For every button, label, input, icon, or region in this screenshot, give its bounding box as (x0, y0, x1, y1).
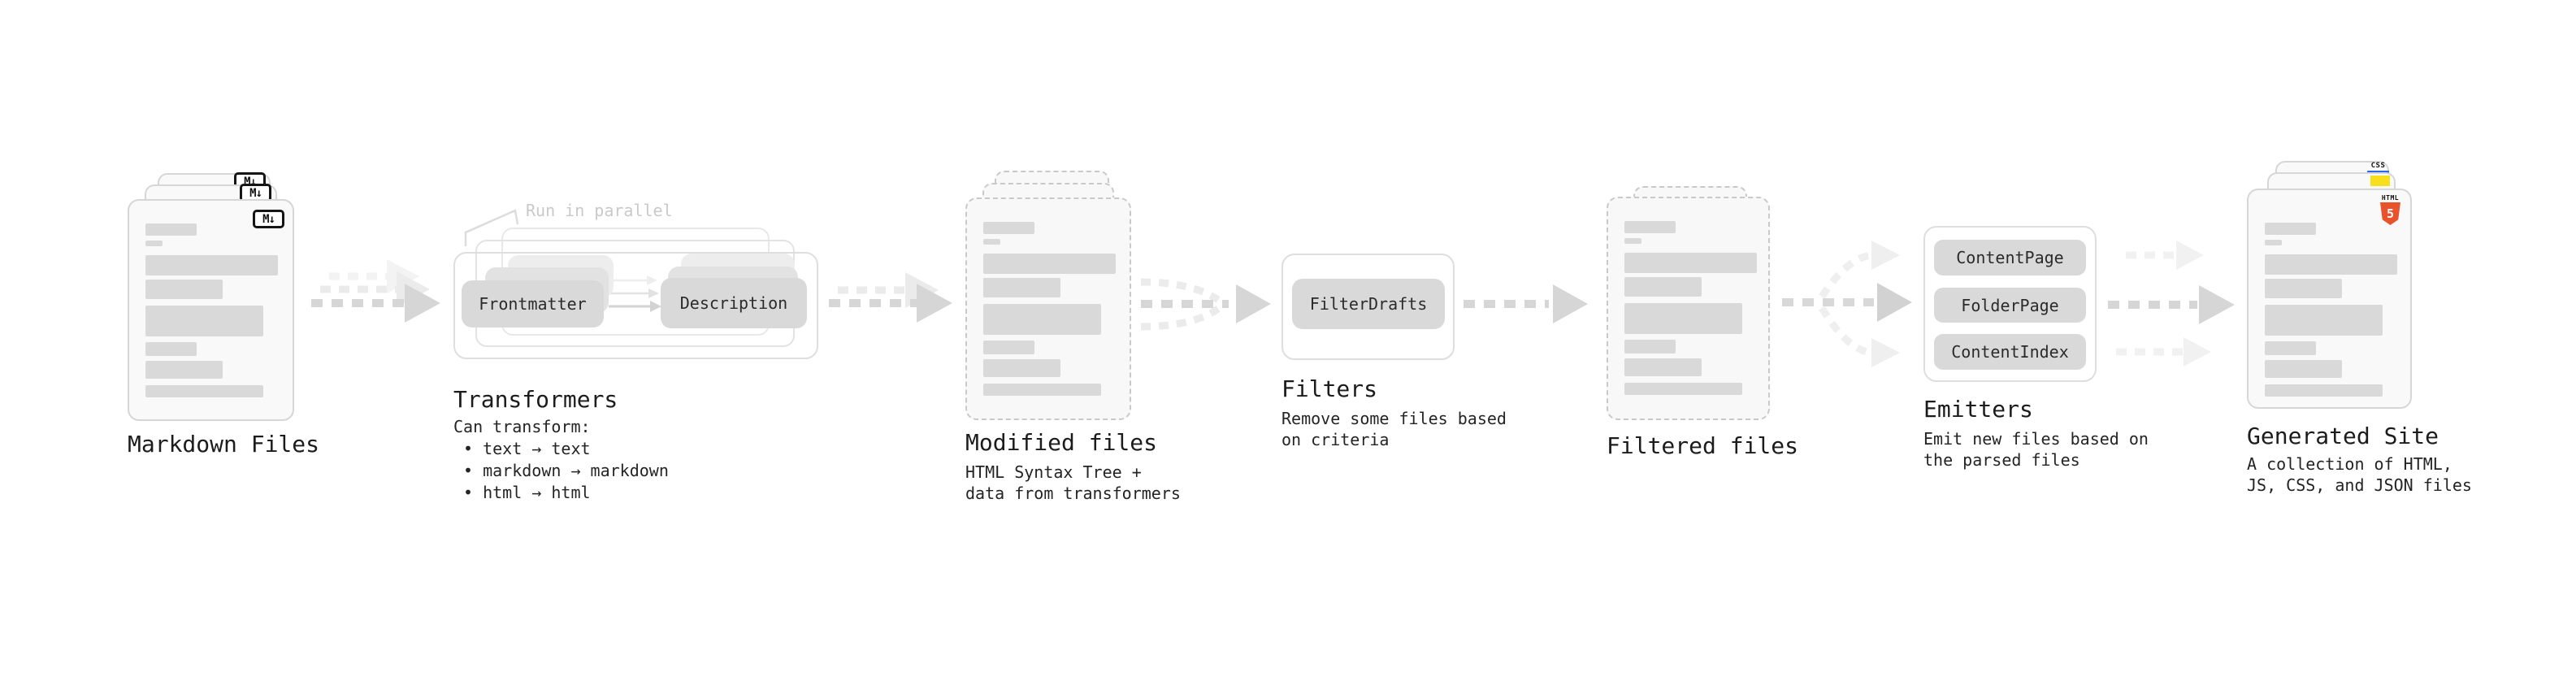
document-card: M↓ (128, 199, 294, 421)
skeleton-bar (983, 254, 1116, 274)
stage-caption: Filters (1281, 375, 1378, 402)
skeleton-bar (983, 278, 1060, 297)
skeleton-bar (145, 280, 223, 299)
skeleton-bar (2265, 279, 2342, 298)
html5-icon-label: HTML (2381, 194, 2400, 202)
run-in-parallel-bracket (464, 209, 519, 246)
document-skeleton (145, 223, 281, 411)
transformer-box (453, 252, 818, 359)
skeleton-bar (2265, 305, 2383, 336)
document-skeleton (2265, 223, 2399, 399)
stage-caption: Filtered files (1607, 432, 1799, 459)
document-skeleton (983, 222, 1118, 410)
bullet-item: • html → html (463, 483, 591, 502)
emitter-pill-folderpage: FolderPage (1934, 288, 2086, 323)
skeleton-bar (145, 255, 278, 275)
skeleton-bar (145, 241, 163, 246)
skeleton-bar (2265, 341, 2316, 355)
document-card: HTML 5 (2247, 189, 2412, 409)
skeleton-bar (983, 384, 1101, 396)
document-card-dashed (1607, 197, 1770, 420)
stage-subtitle: Emit new files based on the parsed files (1923, 429, 2149, 470)
skeleton-bar (145, 223, 197, 236)
bullet-item: • text → text (463, 439, 591, 458)
skeleton-bar (1624, 358, 1702, 376)
skeleton-bar (983, 239, 1000, 245)
arrow-markdown-to-transformers (311, 259, 440, 323)
markdown-icon: M↓ (253, 210, 284, 228)
skeleton-bar (145, 385, 263, 397)
arrow-modified-to-filters (1140, 278, 1271, 331)
arrow-frontmatter-to-description (609, 275, 661, 312)
stage-caption: Modified files (965, 429, 1158, 456)
markdown-icon: M↓ (240, 184, 271, 202)
transformer-pill-frontmatter: Frontmatter (462, 280, 604, 327)
emitter-pill-contentindex: ContentIndex (1934, 334, 2086, 370)
filter-pill-filterdrafts: FilterDrafts (1292, 279, 1445, 329)
arrow-filters-to-filtered (1464, 284, 1588, 323)
stage-caption: Transformers (453, 386, 618, 413)
skeleton-bar (2265, 240, 2282, 245)
subtitle-intro: Can transform: (453, 417, 591, 436)
arrow-filtered-to-emitters (1782, 241, 1912, 367)
emitter-pill-contentpage: ContentPage (1934, 240, 2086, 275)
transformer-pill-description: Description (661, 278, 807, 328)
stage-caption: Emitters (1923, 396, 2033, 423)
skeleton-bar (983, 304, 1101, 335)
skeleton-bar (983, 222, 1034, 234)
skeleton-bar (1624, 221, 1676, 233)
stage-subtitle: A collection of HTML, JS, CSS, and JSON … (2247, 454, 2472, 495)
html5-icon-number: 5 (2386, 206, 2395, 221)
skeleton-bar (1624, 253, 1757, 273)
stage-subtitle: Can transform: • text → text • markdown … (453, 416, 669, 504)
stage-caption: Markdown Files (128, 431, 320, 458)
html5-icon: HTML 5 (2379, 194, 2401, 225)
arrow-transformers-to-modified (829, 272, 952, 323)
filters-box: FilterDrafts (1281, 254, 1455, 360)
skeleton-bar (1624, 383, 1742, 395)
skeleton-bar (2265, 254, 2397, 275)
skeleton-bar (145, 342, 197, 356)
skeleton-bar (1624, 238, 1641, 244)
skeleton-bar (1624, 277, 1702, 297)
stage-subtitle: HTML Syntax Tree + data from transformer… (965, 462, 1181, 503)
css-icon-label: CSS (2370, 162, 2386, 170)
js-icon (2370, 176, 2390, 186)
skeleton-bar (2265, 223, 2316, 235)
skeleton-bar (1624, 340, 1676, 354)
document-card-dashed (965, 197, 1131, 420)
stage-subtitle: Remove some files based on criteria (1281, 409, 1507, 449)
emitters-box: ContentPage FolderPage ContentIndex (1923, 226, 2097, 382)
skeleton-bar (1624, 303, 1742, 334)
document-skeleton (1624, 221, 1757, 410)
arrow-emitters-to-generated (2108, 241, 2235, 367)
skeleton-bar (145, 306, 263, 336)
stage-caption: Generated Site (2247, 423, 2439, 449)
skeleton-bar (2265, 384, 2383, 397)
skeleton-bar (983, 359, 1060, 377)
skeleton-bar (145, 361, 223, 379)
skeleton-bar (2265, 360, 2342, 378)
html5-icon-shield: 5 (2380, 202, 2400, 225)
run-in-parallel-label: Run in parallel (526, 201, 673, 220)
skeleton-bar (983, 340, 1034, 354)
bullet-item: • markdown → markdown (463, 461, 669, 480)
